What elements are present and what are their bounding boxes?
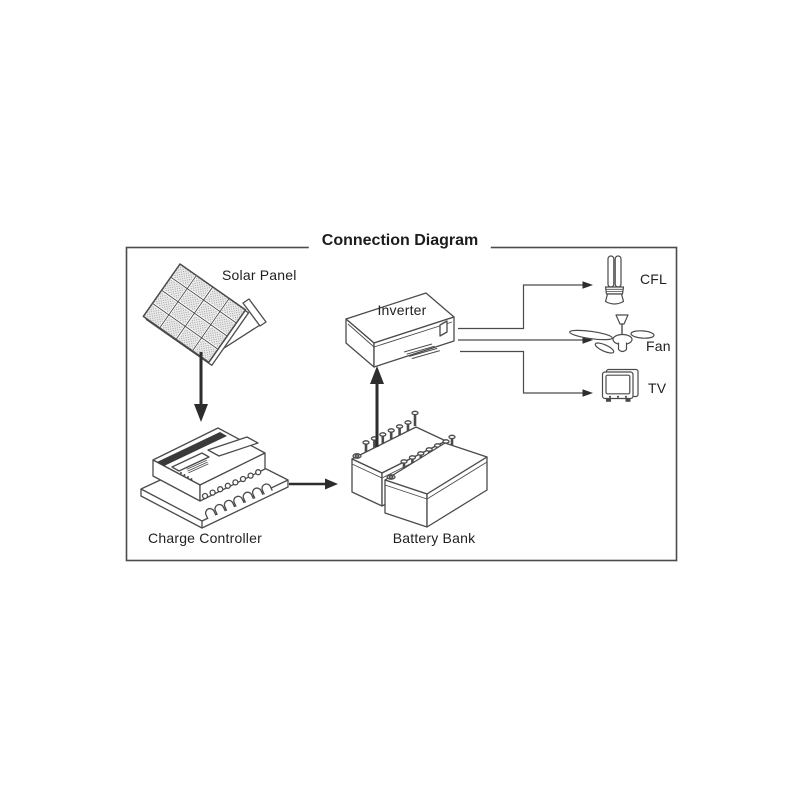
battery-bank-label: Battery Bank bbox=[392, 530, 476, 546]
battery-front bbox=[384, 434, 488, 528]
ceiling-fan-icon bbox=[569, 314, 655, 354]
solar-panel-label: Solar Panel bbox=[222, 267, 297, 283]
diagram-title: Connection Diagram bbox=[308, 232, 492, 250]
inverter-icon bbox=[345, 292, 455, 368]
wire-to-tv bbox=[460, 350, 583, 394]
cfl-bulb-icon bbox=[604, 255, 625, 305]
tv-icon bbox=[601, 368, 639, 402]
cfl-label: CFL bbox=[640, 271, 668, 287]
battery-bank-icon bbox=[351, 410, 488, 528]
arrow-controller-to-battery bbox=[289, 478, 338, 490]
inverter-label: Inverter bbox=[377, 302, 427, 318]
tv-label: TV bbox=[648, 380, 667, 396]
fan-label: Fan bbox=[646, 338, 671, 354]
wire-to-cfl bbox=[458, 284, 583, 330]
solar-panel-icon bbox=[142, 263, 267, 366]
arrow-battery-to-inverter bbox=[370, 366, 384, 447]
inverter-load-wires bbox=[458, 284, 583, 394]
arrow-solar-to-controller bbox=[194, 352, 208, 422]
charge-controller-icon bbox=[140, 427, 289, 529]
charge-controller-label: Charge Controller bbox=[148, 530, 262, 546]
